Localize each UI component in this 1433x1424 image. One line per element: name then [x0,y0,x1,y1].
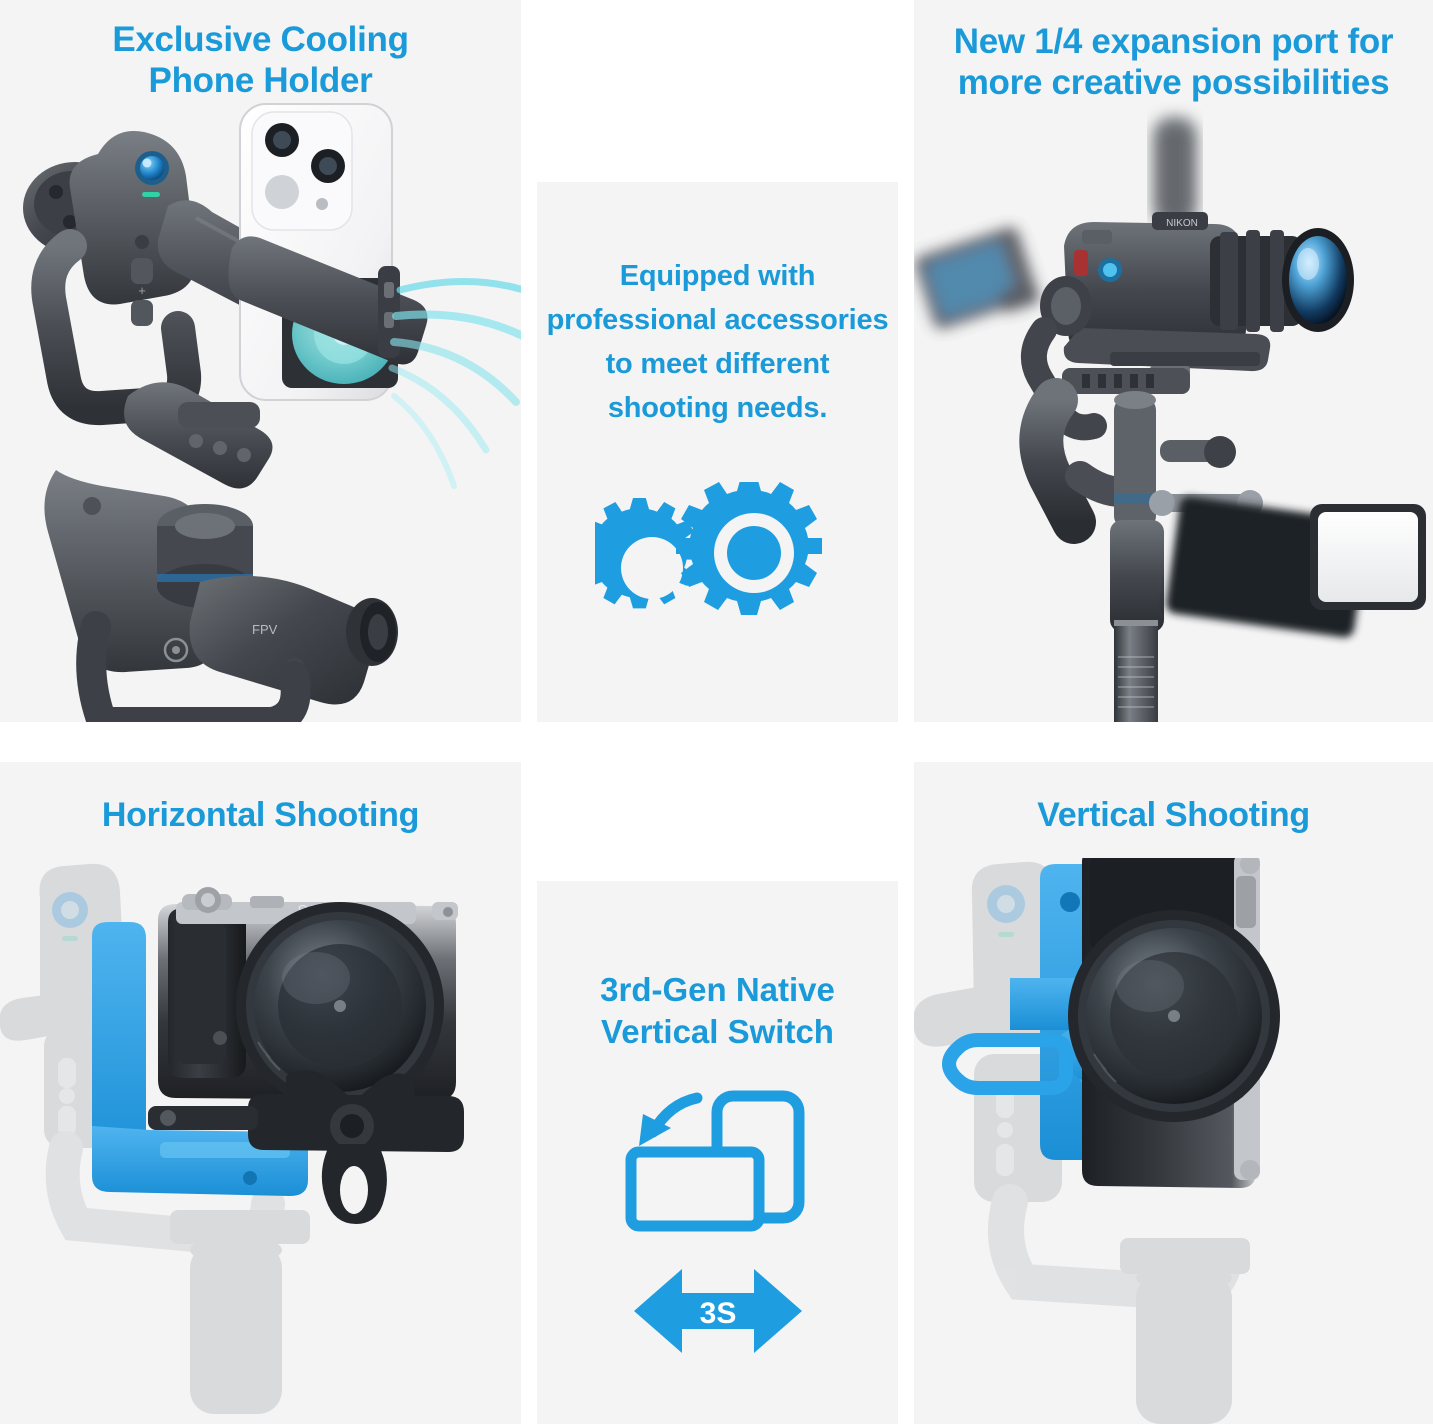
panel-professional-accessories: Equipped with professional accessories t… [537,182,898,722]
switch-3s-badge-label: 3S [699,1297,736,1330]
headline-vertical-shooting: Vertical Shooting [1037,796,1310,834]
panel-horizontal-shooting: Horizontal Shooting [0,762,521,1424]
headline-vertical-switch: 3rd-Gen Native Vertical Switch [600,971,835,1050]
copy-professional-accessories: Equipped with professional accessories t… [546,260,889,425]
headline-expansion-port: New 1/4 expansion port for more creative… [953,22,1394,102]
horizontal-camera-mount-illustration: SONY [0,863,464,1414]
gears-icon [594,482,822,615]
svg-text:NIKON: NIKON [1166,218,1198,229]
svg-text:+: + [138,283,146,298]
svg-text:FPV: FPV [252,622,278,637]
switch-3s-icon: 3S [633,1269,802,1353]
vertical-camera-mount-illustration [914,858,1280,1424]
panel-expansion-port: New 1/4 expansion port for more creative… [914,0,1433,722]
gimbal-camera-rig-illustration: NIKON [914,116,1426,722]
gimbal-phone-holder-illustration: + [23,103,521,722]
rotate-phone-icon [625,1090,804,1232]
headline-horizontal-shooting: Horizontal Shooting [101,796,420,834]
headline-cooling-phone-holder: Exclusive Cooling Phone Holder [112,20,409,100]
panel-vertical-shooting: Vertical Shooting [914,762,1433,1424]
panel-vertical-switch: 3rd-Gen Native Vertical Switch 3S [537,881,898,1424]
panel-cooling-phone-holder: Exclusive Cooling Phone Holder [0,0,521,722]
